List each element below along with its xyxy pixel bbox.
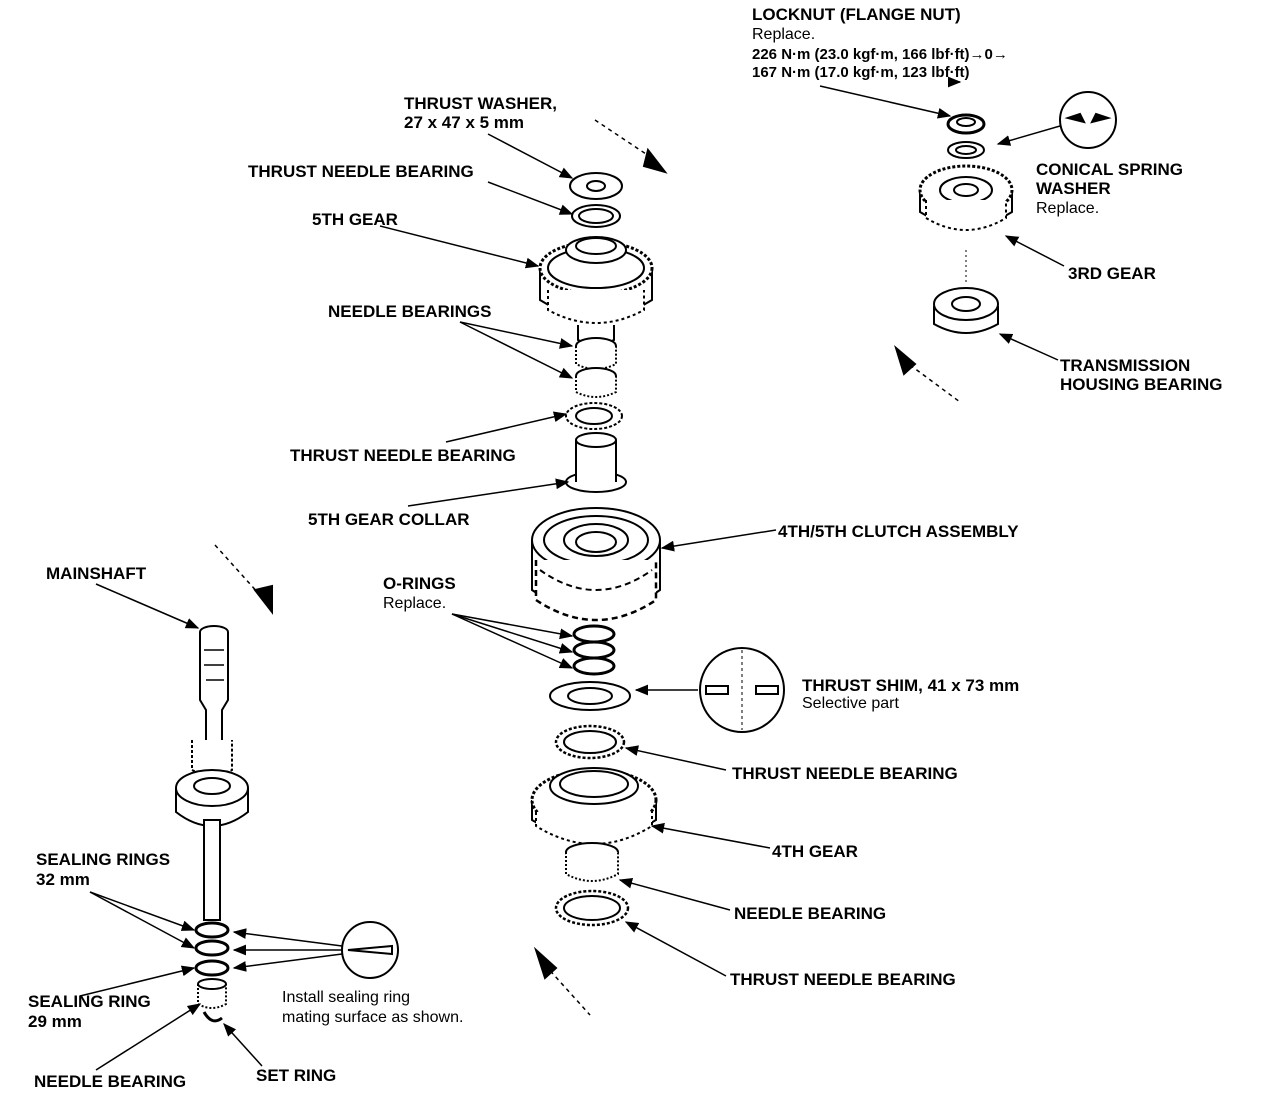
label-sealing-rings-size: 32 mm	[36, 870, 90, 889]
leader-thrust-washer	[487, 133, 574, 179]
leader-needle-bearing-mid	[618, 877, 731, 911]
label-set-ring: SET RING	[256, 1066, 337, 1085]
label-conical-note: Replace.	[1036, 200, 1100, 217]
o-ring-1	[572, 624, 616, 644]
leader-thrust-needle-2	[445, 411, 568, 443]
label-thrust-shim-note: Selective part	[802, 695, 899, 712]
leader-thrust-needle-top	[487, 181, 574, 215]
leader-mainshaft	[95, 583, 200, 629]
label-needle-bearing-mid: NEEDLE BEARING	[734, 904, 887, 923]
label-thrust-washer-size: 27 x 47 x 5 mm	[404, 113, 525, 132]
direction-arrow-icon	[894, 345, 917, 376]
shim-tab-icon	[705, 685, 729, 695]
leader-needle-bearing-2	[459, 321, 574, 379]
label-thrust-needle-bearing-2: THRUST NEEDLE BEARING	[290, 446, 516, 465]
label-conical-spring-1: CONICAL SPRING	[1036, 160, 1184, 179]
label-third-gear: 3RD GEAR	[1068, 264, 1156, 283]
label-sealing-ring: SEALING RING	[28, 992, 151, 1011]
sealing-ring-3	[194, 959, 230, 977]
fourth-gear-part	[530, 767, 658, 845]
label-thrust-needle-bearing-top: THRUST NEEDLE BEARING	[248, 162, 474, 181]
label-install-note-2: mating surface as shown.	[282, 1009, 464, 1026]
fifth-gear-part	[538, 236, 654, 345]
label-fifth-gear-collar: 5TH GEAR COLLAR	[308, 510, 470, 529]
ring-mating-icon	[347, 944, 393, 956]
leader-clutch	[660, 529, 777, 552]
label-install-note-1: Install sealing ring	[282, 989, 411, 1006]
label-locknut-note: Replace.	[752, 26, 816, 43]
leader-o-ring-3	[451, 613, 574, 669]
label-o-rings: O-RINGS	[383, 574, 456, 593]
leader-4th-gear	[650, 822, 771, 849]
leader-3rd-gear	[1004, 235, 1065, 267]
mainshaft-part	[175, 625, 249, 921]
label-conical-spring-2: WASHER	[1036, 179, 1111, 198]
leader-transmission-bearing	[998, 333, 1059, 361]
label-locknut-torque-2: 167 N·m (17.0 kgf·m, 123 lbf·ft)	[752, 64, 970, 81]
leader-install-1	[232, 928, 343, 947]
label-needle-bearings: NEEDLE BEARINGS	[328, 302, 492, 321]
label-mainshaft: MAINSHAFT	[46, 564, 147, 583]
label-fifth-gear: 5TH GEAR	[312, 210, 398, 229]
label-locknut: LOCKNUT (FLANGE NUT)	[752, 5, 961, 24]
set-ring-part	[202, 1011, 223, 1023]
sealing-ring-1	[194, 921, 230, 939]
label-locknut-torque-1: 226 N·m (23.0 kgf·m, 166 lbf·ft)→0→	[752, 46, 1008, 63]
thrust-shim-detail	[699, 647, 785, 733]
label-thrust-needle-bearing-3: THRUST NEEDLE BEARING	[732, 764, 958, 783]
leader-sealing-ring	[79, 965, 196, 997]
leader-5th-gear	[379, 225, 540, 269]
label-transmission-bearing-1: TRANSMISSION	[1060, 356, 1191, 375]
leader-locknut	[819, 85, 952, 119]
leader-needle-bearing-bottom	[95, 1003, 202, 1071]
label-thrust-washer: THRUST WASHER,	[404, 94, 557, 113]
label-fourth-gear: 4TH GEAR	[772, 842, 858, 861]
clutch-assembly-part	[531, 507, 661, 622]
label-o-rings-note: Replace.	[383, 595, 447, 612]
leader-o-ring-2	[451, 613, 574, 654]
washer-section-icon	[1064, 112, 1086, 124]
needle-bearings-part	[575, 337, 617, 398]
leader-lines	[79, 76, 1065, 1071]
leader-thrust-needle-4	[624, 921, 727, 977]
shim-tab-icon	[755, 685, 779, 695]
label-thrust-shim: THRUST SHIM, 41 x 73 mm	[802, 676, 1020, 695]
label-clutch-assembly: 4TH/5TH CLUTCH ASSEMBLY	[778, 522, 1019, 541]
leader-set-ring	[223, 1022, 263, 1067]
o-ring-3	[572, 656, 616, 676]
label-thrust-needle-bearing-4: THRUST NEEDLE BEARING	[730, 970, 956, 989]
label-needle-bearing-bottom: NEEDLE BEARING	[34, 1072, 187, 1091]
label-sealing-rings: SEALING RINGS	[36, 850, 171, 869]
leader-install-3	[232, 953, 343, 972]
direction-arrow-icon	[533, 946, 558, 980]
right-stack	[894, 91, 1117, 403]
leader-conical	[996, 125, 1061, 146]
label-sealing-ring-size: 29 mm	[28, 1012, 82, 1031]
needle-bearing-mid-part	[565, 842, 619, 882]
conical-washer-detail-circle	[1059, 91, 1117, 149]
leader-collar	[407, 478, 570, 507]
leader-thrust-needle-3	[624, 745, 727, 771]
direction-arrow-icon	[253, 584, 273, 615]
center-stack	[530, 119, 668, 1016]
leader-sealing-ring-1	[89, 891, 196, 931]
mainshaft-assembly	[175, 544, 399, 1023]
washer-section-icon	[1090, 112, 1112, 124]
o-ring-2	[572, 640, 616, 660]
label-transmission-bearing-2: HOUSING BEARING	[1060, 375, 1223, 394]
fifth-gear-collar-part	[565, 432, 627, 493]
sealing-ring-2	[194, 939, 230, 957]
leader-o-ring-1	[451, 613, 574, 640]
transmission-housing-bearing-part	[933, 287, 999, 334]
direction-arrow-icon	[642, 147, 668, 174]
third-gear-part	[918, 164, 1014, 231]
leader-needle-bearing-1	[459, 321, 574, 349]
thrust-shim-detail-circle	[699, 647, 785, 733]
leader-sealing-ring-2	[89, 891, 196, 949]
